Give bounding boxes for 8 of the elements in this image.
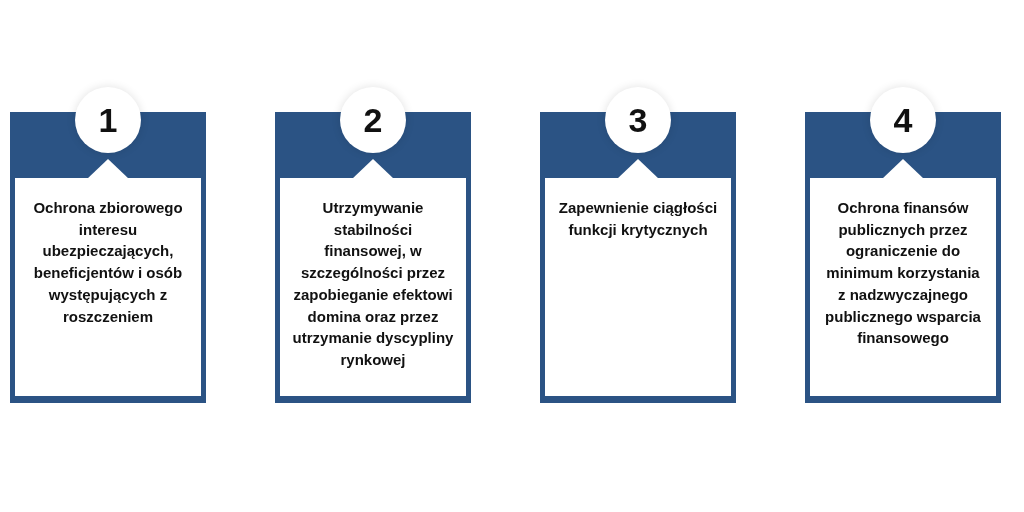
step-number: 1 — [75, 87, 141, 153]
card-text: Ochrona finansów publicznych przez ograniczenie do minimum korzystania z nadzwyczajnego publicznego wsparcia finansowego — [824, 198, 982, 349]
card-text: Ochrona zbiorowego interesu ubezpieczających, beneficjentów i osób występujących z roszczeniem — [32, 198, 184, 327]
card-text: Utrzymywanie stabilności finansowej, w szczególności przez zapobieganie efektowi domina oraz przez utrzymanie dyscypliny rynkowej — [292, 198, 454, 370]
step-number: 3 — [605, 87, 671, 153]
card-text: Zapewnienie ciągłości funkcji krytycznych — [557, 198, 719, 240]
step-number: 4 — [870, 87, 936, 153]
step-number: 2 — [340, 87, 406, 153]
